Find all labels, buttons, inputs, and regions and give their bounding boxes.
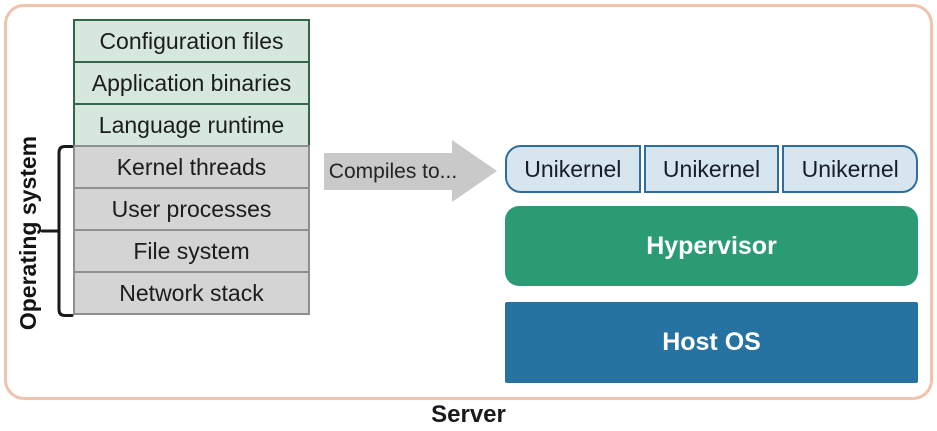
os-stack: Configuration files Application binaries… bbox=[73, 19, 310, 315]
hypervisor-box: Hypervisor bbox=[505, 206, 918, 286]
server-label: Server bbox=[431, 401, 506, 428]
os-group-brace bbox=[40, 145, 74, 317]
stack-layer-kernel-threads: Kernel threads bbox=[73, 145, 310, 189]
stack-layer-user-processes: User processes bbox=[73, 187, 310, 231]
compiles-arrow-label: Compiles to... bbox=[328, 159, 458, 183]
compiles-arrow-icon bbox=[324, 140, 497, 202]
stack-layer-file-system: File system bbox=[73, 229, 310, 273]
unikernel-box: Unikernel bbox=[782, 145, 919, 193]
stack-layer-configuration-files: Configuration files bbox=[73, 19, 310, 63]
stack-layer-network-stack: Network stack bbox=[73, 271, 310, 315]
unikernel-row: Unikernel Unikernel Unikernel bbox=[505, 145, 919, 193]
stack-layer-application-binaries: Application binaries bbox=[73, 61, 310, 105]
host-os-box: Host OS bbox=[505, 302, 918, 383]
unikernel-box: Unikernel bbox=[505, 145, 641, 193]
stack-layer-language-runtime: Language runtime bbox=[73, 103, 310, 147]
os-group-label: Operating system bbox=[15, 135, 41, 331]
unikernel-box: Unikernel bbox=[643, 145, 780, 193]
